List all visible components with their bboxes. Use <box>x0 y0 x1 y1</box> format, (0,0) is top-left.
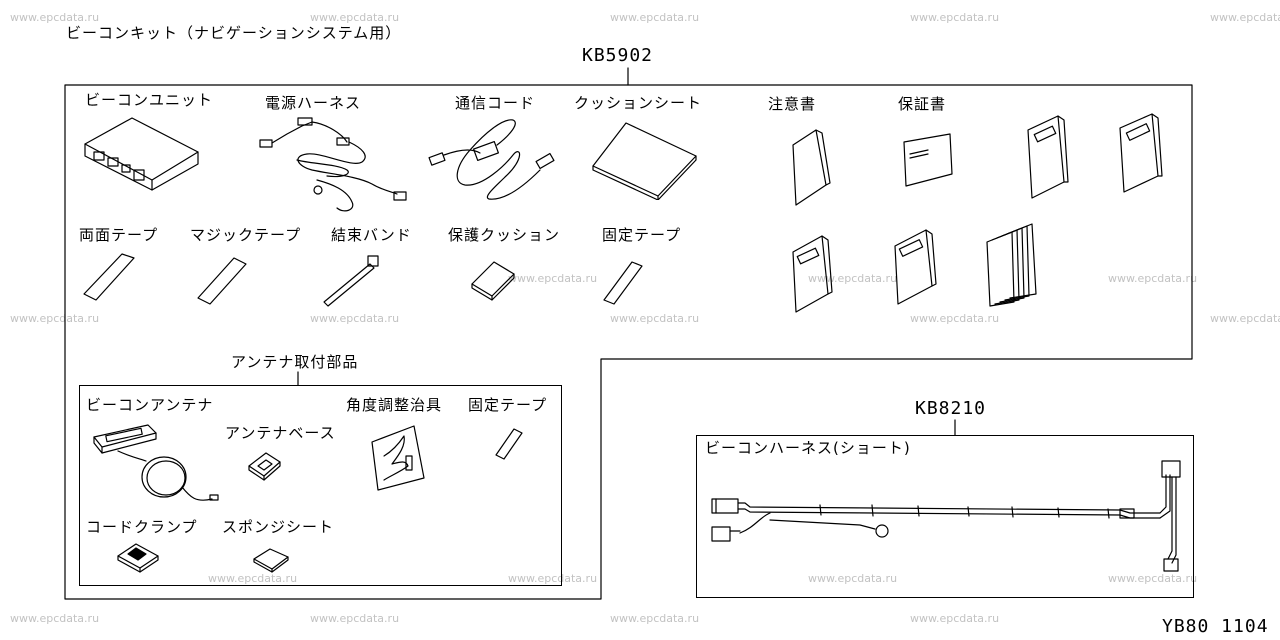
watermark: www.epcdata.ru <box>808 572 898 585</box>
magic-tape-drawing <box>197 257 247 305</box>
label-double-tape: 両面テープ <box>79 226 159 244</box>
label-cushion-sheet: クッションシート <box>574 94 703 112</box>
antenna-parts-header: アンテナ取付部品 <box>231 353 359 371</box>
sponge-sheet-drawing <box>253 548 289 573</box>
label-antenna-base: アンテナベース <box>225 424 336 442</box>
label-magic-tape: マジックテープ <box>190 226 302 244</box>
power-harness-drawing <box>259 117 407 212</box>
document-drawing <box>1027 115 1069 199</box>
document-drawing <box>1119 113 1163 193</box>
watermark: www.epcdata.ru <box>610 11 700 24</box>
watermark: www.epcdata.ru <box>910 312 1000 325</box>
antenna-parts-box <box>79 385 562 586</box>
watermark: www.epcdata.ru <box>310 612 400 625</box>
document-drawing <box>792 235 833 313</box>
watermark: www.epcdata.ru <box>508 572 598 585</box>
beacon-antenna-drawing <box>93 424 219 501</box>
watermark: www.epcdata.ru <box>1108 272 1198 285</box>
label-comm-cord: 通信コード <box>455 94 536 112</box>
kit-code-main: KB5902 <box>582 45 654 66</box>
cable-band-drawing <box>323 255 379 307</box>
label-fix-tape: 固定テープ <box>602 226 682 244</box>
document-drawing <box>894 229 937 305</box>
label-beacon-harness-short: ビーコンハーネス(ショート) <box>705 439 911 457</box>
angle-jig-drawing <box>371 425 425 491</box>
label-beacon-unit: ビーコンユニット <box>85 91 214 109</box>
antenna-fix-tape-drawing <box>495 428 523 460</box>
kit-code-harness: KB8210 <box>915 398 987 419</box>
label-protect-cushion: 保護クッション <box>448 226 561 244</box>
label-beacon-antenna: ビーコンアンテナ <box>86 396 214 414</box>
label-cord-clamp: コードクランプ <box>86 518 198 536</box>
double-tape-drawing <box>83 253 135 301</box>
label-warranty: 保証書 <box>898 95 947 113</box>
watermark: www.epcdata.ru <box>10 11 100 24</box>
label-antenna-fix-tape: 固定テープ <box>468 396 548 414</box>
watermark: www.epcdata.ru <box>508 272 598 285</box>
beacon-harness-drawing <box>711 460 1181 572</box>
harness-kit-box <box>696 435 1194 598</box>
watermark: www.epcdata.ru <box>10 612 100 625</box>
warranty-drawing <box>903 133 953 187</box>
watermark: www.epcdata.ru <box>310 312 400 325</box>
watermark: www.epcdata.ru <box>10 312 100 325</box>
fix-tape-drawing <box>603 261 643 305</box>
label-power-harness: 電源ハーネス <box>265 94 362 112</box>
caution-doc-drawing <box>792 129 831 206</box>
label-caution-doc: 注意書 <box>768 95 817 113</box>
watermark: www.epcdata.ru <box>1210 11 1280 24</box>
label-angle-jig: 角度調整治具 <box>346 396 443 414</box>
watermark: www.epcdata.ru <box>610 312 700 325</box>
watermark: www.epcdata.ru <box>208 572 298 585</box>
watermark: www.epcdata.ru <box>310 11 400 24</box>
cord-clamp-drawing <box>117 543 159 573</box>
label-cable-band: 結束バンド <box>331 226 412 244</box>
label-sponge-sheet: スポンジシート <box>222 518 335 536</box>
watermark: www.epcdata.ru <box>910 11 1000 24</box>
page-code: YB80 1104 <box>1162 616 1269 637</box>
antenna-base-drawing <box>248 452 281 481</box>
watermark: www.epcdata.ru <box>808 272 898 285</box>
watermark: www.epcdata.ru <box>1210 312 1280 325</box>
page-title: ビーコンキット（ナビゲーションシステム用） <box>66 24 402 42</box>
document-stack-drawing <box>986 223 1037 307</box>
watermark: www.epcdata.ru <box>910 612 1000 625</box>
comm-cord-drawing <box>428 119 555 200</box>
cushion-sheet-drawing <box>592 122 697 200</box>
watermark: www.epcdata.ru <box>1108 572 1198 585</box>
watermark: www.epcdata.ru <box>610 612 700 625</box>
beacon-unit-drawing <box>84 117 199 191</box>
protect-cushion-drawing <box>471 261 515 301</box>
